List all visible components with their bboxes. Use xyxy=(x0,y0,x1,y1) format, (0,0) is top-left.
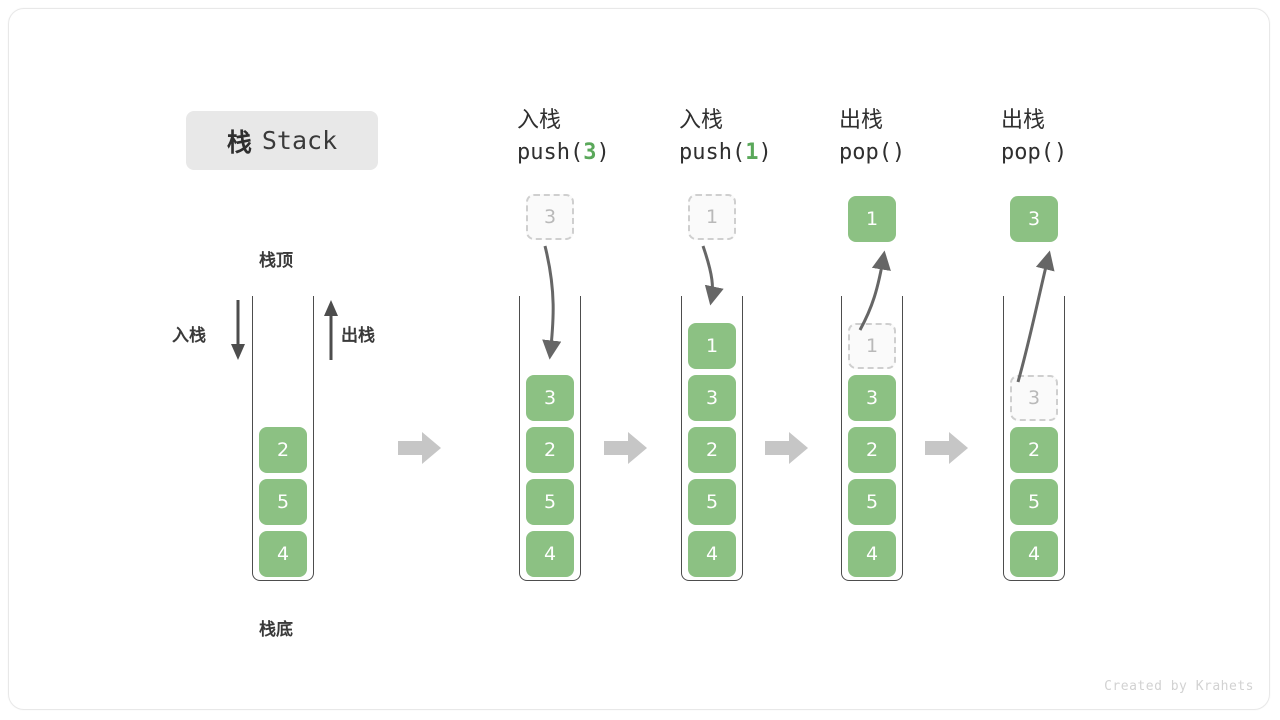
step-header-push-1: 入栈 push(1) xyxy=(679,107,829,166)
main-stack-cell: 4 xyxy=(259,531,307,577)
step-header-code: push(3) xyxy=(517,139,610,165)
incoming-ghost-cell: 1 xyxy=(688,194,736,240)
stack-cell: 2 xyxy=(848,427,896,473)
credit-text: Created by Krahets xyxy=(1104,679,1254,694)
title-en: Stack xyxy=(261,126,338,155)
step-separator-arrow-icon xyxy=(604,432,647,464)
pop-up-arrow-icon xyxy=(324,300,338,360)
stack-cell: 3 xyxy=(688,375,736,421)
step-code-arg: 3 xyxy=(583,139,597,165)
title-cn: 栈 xyxy=(226,127,252,157)
step-separator-arrow-icon xyxy=(398,432,441,464)
push-down-arrow-icon xyxy=(231,300,245,360)
step-header-cn: 入栈 xyxy=(679,108,724,133)
step-header-cn: 入栈 xyxy=(517,108,562,133)
stack-cell: 2 xyxy=(1010,427,1058,473)
stack-ghost-cell: 3 xyxy=(1010,375,1058,421)
stack-cell: 5 xyxy=(848,479,896,525)
main-stack-cell: 2 xyxy=(259,427,307,473)
main-stack-container xyxy=(252,296,314,581)
incoming-ghost-cell: 3 xyxy=(526,194,574,240)
stack-cell: 5 xyxy=(1010,479,1058,525)
stack-container-pop-1 xyxy=(841,296,903,581)
step-header-code: pop() xyxy=(1001,139,1068,165)
stack-cell: 2 xyxy=(526,427,574,473)
stack-bottom-label: 栈底 xyxy=(259,620,293,640)
step-header-pop-3: 出栈 pop() xyxy=(1001,107,1151,166)
step-header-cn: 出栈 xyxy=(839,108,884,133)
push-side-label: 入栈 xyxy=(172,326,206,346)
stack-top-label: 栈顶 xyxy=(259,251,293,271)
step-header-push-3: 入栈 push(3) xyxy=(517,107,667,166)
stack-cell: 5 xyxy=(526,479,574,525)
step-separator-arrow-icon xyxy=(765,432,808,464)
popped-cell: 3 xyxy=(1010,196,1058,242)
stack-container-pop-3 xyxy=(1003,296,1065,581)
stack-cell: 4 xyxy=(848,531,896,577)
stack-cell: 4 xyxy=(688,531,736,577)
step-separator-arrow-icon xyxy=(925,432,968,464)
stack-container-push-1 xyxy=(681,296,743,581)
stack-cell: 3 xyxy=(526,375,574,421)
pop-side-label: 出栈 xyxy=(341,326,375,346)
step-header-pop-1: 出栈 pop() xyxy=(839,107,989,166)
stack-ghost-cell: 1 xyxy=(848,323,896,369)
stack-cell: 2 xyxy=(688,427,736,473)
stack-cell: 3 xyxy=(848,375,896,421)
stack-cell: 4 xyxy=(526,531,574,577)
step-header-code: push(1) xyxy=(679,139,772,165)
stack-cell: 5 xyxy=(688,479,736,525)
step-header-cn: 出栈 xyxy=(1001,108,1046,133)
step-header-code: pop() xyxy=(839,139,906,165)
diagram-title-badge: 栈 Stack xyxy=(186,111,378,170)
stack-cell: 4 xyxy=(1010,531,1058,577)
main-stack-cell: 5 xyxy=(259,479,307,525)
step-code-arg: 1 xyxy=(745,139,759,165)
popped-cell: 1 xyxy=(848,196,896,242)
stack-cell: 1 xyxy=(688,323,736,369)
stack-container-push-3 xyxy=(519,296,581,581)
